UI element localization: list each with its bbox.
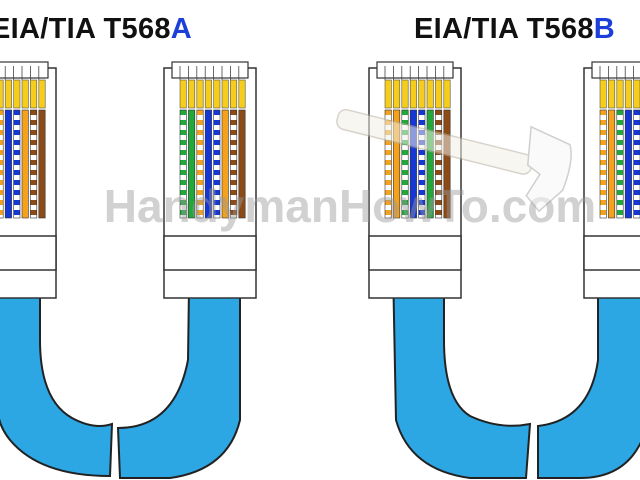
gold-pin <box>599 79 607 109</box>
gold-pin <box>426 79 434 109</box>
t568a-plug-2 <box>163 61 257 299</box>
gold-pin <box>608 79 616 109</box>
wire-br <box>238 109 246 219</box>
gold-pin <box>38 79 46 109</box>
gold-pin <box>204 79 212 109</box>
gold-pin <box>238 79 246 109</box>
wire-wo <box>384 109 392 219</box>
gold-pin <box>179 79 187 109</box>
wire-wbr <box>435 109 443 219</box>
t568b-plug-2 <box>583 61 640 299</box>
wire-wbr <box>230 109 238 219</box>
wire-wb <box>213 109 221 219</box>
wire-wb <box>13 109 21 219</box>
wire-b <box>409 109 417 219</box>
gold-pin <box>221 79 229 109</box>
plug-top <box>376 61 454 79</box>
gold-pin <box>4 79 12 109</box>
wire-o <box>608 109 616 219</box>
plug-top <box>591 61 640 79</box>
wire-wo <box>0 109 4 219</box>
gold-pin <box>418 79 426 109</box>
wire-br <box>443 109 451 219</box>
t568b-title-prefix: EIA/TIA T568 <box>414 13 594 45</box>
gold-pin <box>21 79 29 109</box>
t568b-plug-1 <box>368 61 462 299</box>
t568a-title-suffix: A <box>170 13 193 45</box>
t568a-plug-1 <box>0 61 57 299</box>
plug-top <box>0 61 49 79</box>
t568a-title-prefix: EIA/TIA T568 <box>0 13 171 45</box>
wire-o <box>221 109 229 219</box>
t568a-title: EIA/TIA T568A <box>0 12 192 46</box>
wire-g <box>426 109 434 219</box>
gold-pin <box>435 79 443 109</box>
plug-latch <box>583 235 640 271</box>
hammer-icon <box>336 108 572 213</box>
wire-wg <box>401 109 409 219</box>
gold-pin <box>624 79 632 109</box>
plug-latch <box>368 235 462 271</box>
t568b-title: EIA/TIA T568B <box>414 12 615 46</box>
gold-pin <box>393 79 401 109</box>
gold-pin <box>188 79 196 109</box>
gold-pin <box>213 79 221 109</box>
gold-pin <box>409 79 417 109</box>
wire-wo <box>196 109 204 219</box>
wire-b <box>4 109 12 219</box>
gold-pin <box>401 79 409 109</box>
wire-o <box>21 109 29 219</box>
wire-wb <box>633 109 640 219</box>
gold-pin <box>633 79 640 109</box>
gold-pin <box>0 79 4 109</box>
gold-pin <box>616 79 624 109</box>
t568b-title-suffix: B <box>593 13 616 45</box>
wire-br <box>38 109 46 219</box>
wire-wb <box>418 109 426 219</box>
gold-pin <box>13 79 21 109</box>
gold-pin <box>384 79 392 109</box>
plug-latch <box>163 235 257 271</box>
gold-pin <box>30 79 38 109</box>
wire-b <box>624 109 632 219</box>
gold-pin <box>230 79 238 109</box>
rj45-connectors <box>0 61 640 299</box>
wire-b <box>204 109 212 219</box>
wire-wg <box>616 109 624 219</box>
wire-o <box>393 109 401 219</box>
gold-pin <box>443 79 451 109</box>
wire-wg <box>179 109 187 219</box>
gold-pin <box>196 79 204 109</box>
plug-latch <box>0 235 57 271</box>
watermark-text: HandymanHowTo.com <box>104 180 596 232</box>
wire-wbr <box>30 109 38 219</box>
wire-wo <box>599 109 607 219</box>
plug-top <box>171 61 249 79</box>
wire-g <box>188 109 196 219</box>
